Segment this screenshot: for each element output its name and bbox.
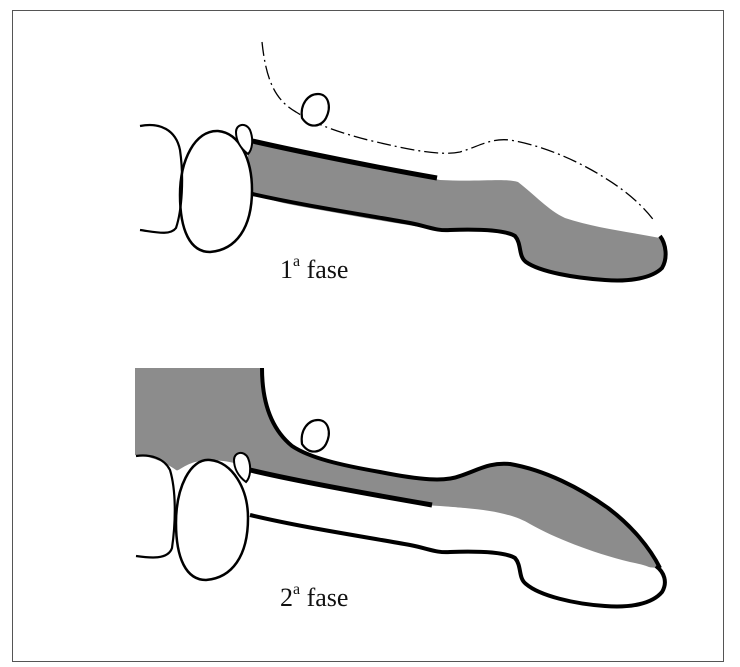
- panel-1-oval-body: [180, 131, 252, 252]
- panel-1: 1a fase: [140, 42, 666, 284]
- panel-1-small-lobe: [302, 94, 329, 126]
- panel-2-left-shape: [136, 456, 175, 558]
- panel-1-caption: 1a fase: [280, 253, 348, 284]
- panel-2-small-lobe: [302, 420, 329, 452]
- panel-2-caption: 2a fase: [280, 581, 348, 612]
- panel-2: 2a fase: [135, 368, 665, 612]
- panel-1-left-shape: [140, 125, 182, 233]
- panel-2-oval-body: [176, 460, 248, 580]
